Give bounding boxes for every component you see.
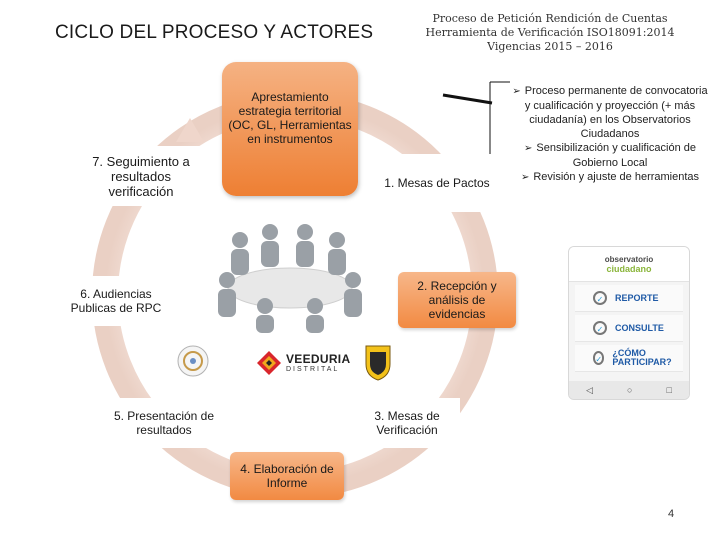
app-screenshot: observatorio ciudadano ✓ REPORTE ✓ CONSU…: [568, 246, 690, 400]
header-block: Proceso de Petición Rendición de Cuentas…: [400, 12, 700, 54]
step-7-box: 7. Seguimiento a resultados verificación: [82, 146, 200, 206]
step-7-label: 7. Seguimiento a resultados verificación: [86, 154, 196, 199]
bullet-arrow-icon: ➢: [521, 172, 529, 183]
header-line-2: Herramienta de Verificación ISO18091:201…: [400, 26, 700, 40]
participate-icon: ✓: [593, 351, 604, 365]
app-brand-top: observatorio: [605, 255, 653, 264]
header-line-1: Proceso de Petición Rendición de Cuentas: [400, 12, 700, 26]
bullet-item: ➢Sensibilización y cualificación de Gobi…: [512, 141, 708, 170]
app-menu-item-participar[interactable]: ✓ ¿CÓMO PARTICIPAR?: [575, 345, 683, 372]
veeduria-sub: DISTRITAL: [286, 365, 350, 374]
page-number: 4: [668, 508, 674, 520]
step-6-box: 6. Audiencias Publicas de RPC: [58, 276, 174, 326]
header-line-3: Vigencias 2015 – 2016: [400, 40, 700, 54]
veeduria-logo: VEEDURIA DISTRITAL: [256, 350, 350, 376]
bullet-item: ➢Proceso permanente de convocatoria y cu…: [512, 84, 708, 141]
app-nav-bar: ◁ ○ □: [569, 381, 689, 399]
step-start-label: Aprestamiento estrategia territorial (OC…: [226, 90, 354, 146]
app-menu-item-consulte[interactable]: ✓ CONSULTE: [575, 315, 683, 342]
veeduria-diamond-icon: [256, 350, 282, 376]
step-4-label: 4. Elaboración de Informe: [234, 462, 340, 490]
step-3-box: 3. Mesas de Verificación: [354, 398, 460, 448]
step-5-label: 5. Presentación de resultados: [112, 409, 216, 437]
page-title: CICLO DEL PROCESO Y ACTORES: [55, 22, 373, 44]
step-3-label: 3. Mesas de Verificación: [358, 409, 456, 437]
veeduria-name: VEEDURIA: [286, 353, 350, 365]
step-2-label: 2. Recepción y análisis de evidencias: [402, 279, 512, 321]
recent-apps-icon[interactable]: □: [667, 385, 672, 395]
connector-line: [443, 95, 492, 103]
bullet-list: ➢Proceso permanente de convocatoria y cu…: [512, 84, 708, 185]
home-icon[interactable]: ○: [627, 385, 632, 395]
meeting-people-illustration: [205, 210, 375, 335]
step-1-box: 1. Mesas de Pactos: [378, 154, 496, 212]
app-brand-bottom: ciudadano: [606, 264, 651, 274]
bullet-item: ➢Revisión y ajuste de herramientas: [512, 170, 708, 185]
step-4-box: 4. Elaboración de Informe: [230, 452, 344, 500]
report-icon: ✓: [593, 291, 607, 305]
bullet-arrow-icon: ➢: [524, 143, 532, 154]
app-menu-item-reporte[interactable]: ✓ REPORTE: [575, 285, 683, 312]
step-2-box: 2. Recepción y análisis de evidencias: [398, 272, 516, 328]
step-6-label: 6. Audiencias Publicas de RPC: [62, 287, 170, 315]
step-1-label: 1. Mesas de Pactos: [384, 176, 489, 190]
step-5-box: 5. Presentación de resultados: [108, 398, 220, 448]
alcaldia-shield-logo: [358, 342, 398, 382]
consult-icon: ✓: [593, 321, 607, 335]
app-header: observatorio ciudadano: [569, 247, 689, 282]
bullet-arrow-icon: ➢: [512, 86, 520, 97]
observatorio-logo: [176, 344, 210, 378]
step-start-box: Aprestamiento estrategia territorial (OC…: [222, 62, 358, 196]
back-icon[interactable]: ◁: [586, 385, 593, 396]
